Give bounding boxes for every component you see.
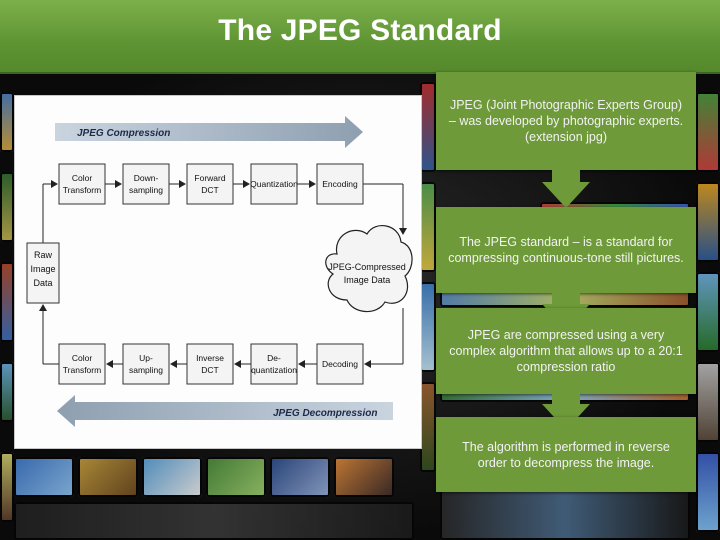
step-3: JPEG are compressed using a very complex… xyxy=(436,308,696,394)
jpeg-pipeline-diagram: JPEG Compression JPEG Decompression Colo… xyxy=(14,95,422,449)
compression-stage-label: Forward xyxy=(194,173,225,183)
title-bar: The JPEG Standard xyxy=(0,0,720,74)
decompression-stage-label: De- xyxy=(267,353,281,363)
step-1: JPEG (Joint Photographic Experts Group) … xyxy=(436,72,696,170)
compressed-data-cloud: JPEG-Compressed Image Data xyxy=(325,225,413,313)
svg-text:Raw: Raw xyxy=(34,250,53,260)
decompression-label: JPEG Decompression xyxy=(273,408,377,419)
compression-stage-label: Encoding xyxy=(322,179,358,189)
svg-text:Data: Data xyxy=(33,278,52,288)
step-2: The JPEG standard – is a standard for co… xyxy=(436,207,696,293)
decompression-stage-label: quantization xyxy=(251,365,297,375)
raw-image-data-box: Raw Image Data xyxy=(26,242,60,304)
decompression-arrow: JPEG Decompression xyxy=(57,395,393,427)
diagram-connectors xyxy=(39,180,407,368)
step-4: The algorithm is performed in reverse or… xyxy=(436,417,696,492)
slide-title: The JPEG Standard xyxy=(218,14,502,47)
compression-stage-label: Quantization xyxy=(250,179,298,189)
compression-stage-label: DCT xyxy=(201,185,218,195)
decompression-stage-label: Inverse xyxy=(196,353,224,363)
decompression-stage-4: De-quantization xyxy=(250,343,298,385)
compression-stage-label: sampling xyxy=(129,185,163,195)
decompression-stage-label: sampling xyxy=(129,365,163,375)
decompression-stage-label: Color xyxy=(72,353,92,363)
compression-label: JPEG Compression xyxy=(77,128,170,139)
compression-stage-label: Color xyxy=(72,173,92,183)
decompression-stage-label: Decoding xyxy=(322,359,358,369)
explanation-flow: JPEG (Joint Photographic Experts Group) … xyxy=(436,72,696,492)
decompression-stage-label: Up- xyxy=(139,353,153,363)
decompression-stage-5: Decoding xyxy=(316,343,364,385)
down-arrow-1 xyxy=(542,182,590,208)
cloud-label-2: Image Data xyxy=(344,275,391,285)
cloud-label-1: JPEG-Compressed xyxy=(328,262,406,272)
svg-text:Image: Image xyxy=(30,264,55,274)
compression-arrow: JPEG Compression xyxy=(55,116,363,148)
compression-stage-2: Down-sampling xyxy=(122,163,170,205)
compression-stage-label: Transform xyxy=(63,185,101,195)
compression-stage-5: Encoding xyxy=(316,163,364,205)
decompression-stage-2: Up-sampling xyxy=(122,343,170,385)
decompression-stage-label: Transform xyxy=(63,365,101,375)
decompression-stage-label: DCT xyxy=(201,365,218,375)
compression-stage-label: Down- xyxy=(134,173,159,183)
compression-stage-4: Quantization xyxy=(250,163,298,205)
